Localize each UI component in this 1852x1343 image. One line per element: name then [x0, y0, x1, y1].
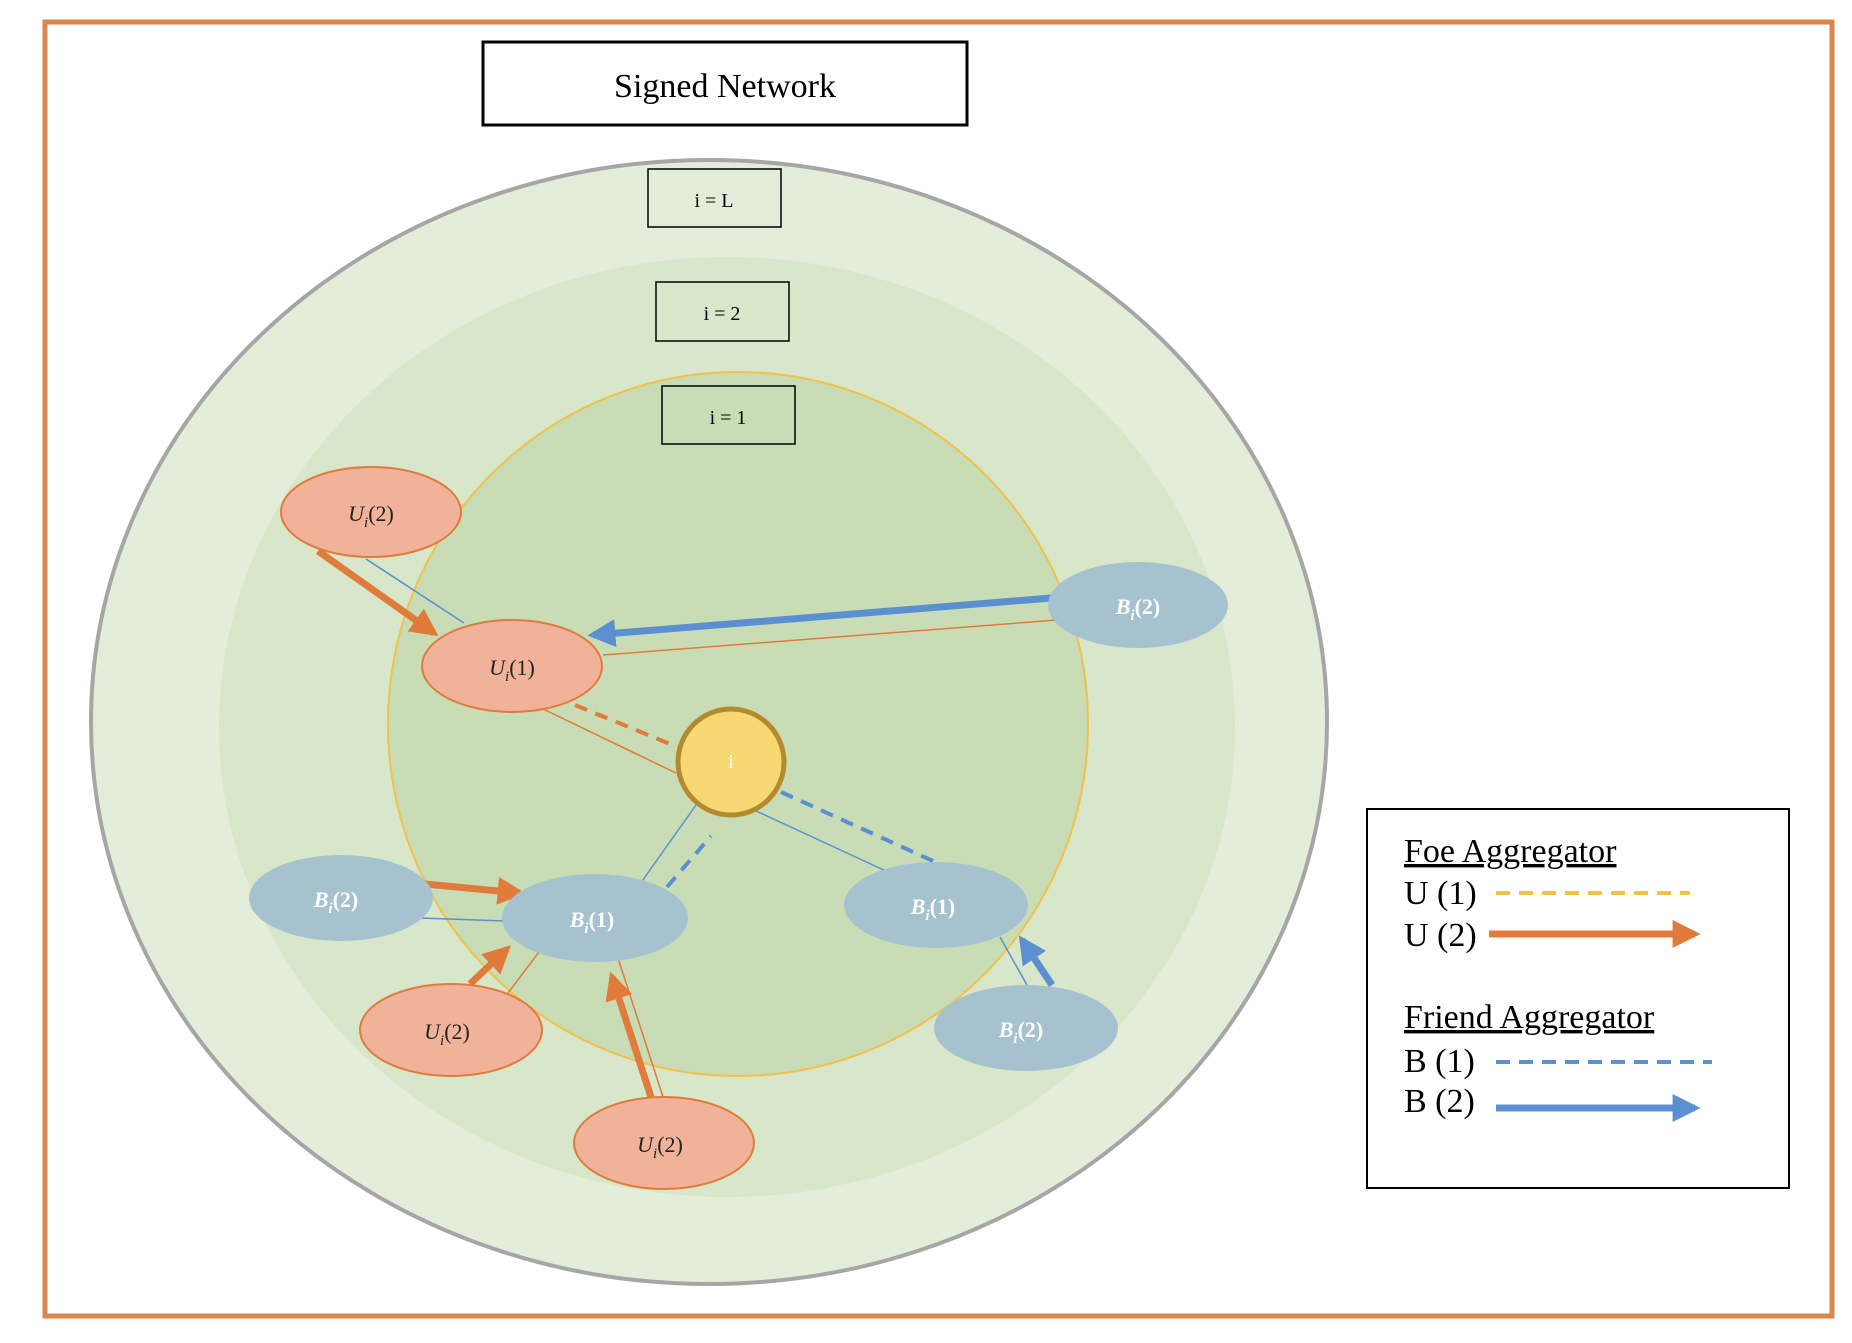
svg-text:Bi(2): Bi(2) — [998, 1017, 1044, 1047]
svg-text:Bi(2): Bi(2) — [1115, 594, 1161, 624]
legend-friend-1-label: B (1) — [1404, 1043, 1475, 1080]
arrow-b2-left-to-b1 — [424, 876, 526, 905]
legend: Foe Aggregator U (1) U (2) Friend Aggreg… — [1366, 808, 1790, 1189]
level-1-box — [661, 385, 796, 445]
level-2-label: i = 2 — [704, 303, 741, 325]
svg-text:Bi(1): Bi(1) — [569, 907, 615, 937]
node-u2-mid: Ui(2) — [359, 983, 543, 1077]
legend-friend-2-label: B (2) — [1404, 1083, 1475, 1120]
first-hop-edges — [574, 703, 934, 889]
arrow-b2-right-to-u1 — [587, 594, 1052, 648]
legend-friend-heading: Friend Aggregator — [1404, 999, 1655, 1036]
thin-edges — [365, 558, 1058, 1101]
edge-u2-mid-b1 — [507, 947, 543, 994]
node-b1-left: Bi(1) — [502, 874, 688, 962]
svg-text:Bi(2): Bi(2) — [313, 887, 359, 917]
node-b2-right: Bi(2) — [1048, 562, 1228, 648]
legend-foe-heading: Foe Aggregator — [1404, 833, 1617, 870]
node-u2-top: Ui(2) — [280, 466, 462, 558]
edge-u2-top-u1 — [365, 558, 465, 624]
node-u1: Ui(1) — [421, 619, 603, 713]
edge-b2-bottomright-b1 — [999, 936, 1028, 986]
b1-left-dashed-edge — [665, 834, 713, 889]
node-u2-bottom: Ui(2) — [573, 1096, 755, 1190]
legend-box — [1366, 808, 1790, 1189]
edge-b2-left-b1 — [419, 917, 506, 922]
edge-u1-b2-right — [602, 619, 1058, 656]
svg-text:Ui(2): Ui(2) — [348, 501, 394, 531]
center-node: i — [675, 706, 787, 818]
diagram-title: Signed Network — [614, 68, 836, 105]
u1-dashed-edge — [574, 703, 676, 748]
svg-text:Ui(2): Ui(2) — [424, 1019, 470, 1049]
level-l-label: i = L — [694, 190, 733, 212]
second-hop-arrows — [315, 548, 1055, 1099]
node-b1-right: Bi(1) — [844, 862, 1028, 948]
edge-u1-center — [540, 707, 677, 774]
svg-text:i: i — [728, 751, 734, 773]
arrow-u2-bottom-to-b1 — [605, 971, 655, 1099]
edge-center-b1-right — [753, 809, 889, 873]
title-box — [481, 40, 969, 127]
b1-right-dashed-edge — [780, 790, 934, 863]
svg-text:Ui(2): Ui(2) — [637, 1132, 683, 1162]
svg-text:Ui(1): Ui(1) — [489, 655, 535, 685]
legend-foe-1-label: U (1) — [1404, 875, 1477, 912]
node-b2-left: Bi(2) — [249, 855, 433, 941]
svg-text:Bi(1): Bi(1) — [910, 894, 956, 924]
arrow-u2-mid-to-b1 — [467, 945, 512, 987]
node-b2-bottomright: Bi(2) — [934, 985, 1118, 1071]
arrow-b2-bottomright-to-b1 — [1018, 935, 1055, 987]
arrow-u2-top-to-u1 — [315, 548, 439, 637]
legend-foe-2-label: U (2) — [1404, 917, 1477, 954]
edge-center-b1-left — [639, 797, 702, 885]
level-1-label: i = 1 — [710, 407, 747, 429]
level-l-box — [647, 168, 782, 228]
level-2-box — [655, 281, 790, 342]
